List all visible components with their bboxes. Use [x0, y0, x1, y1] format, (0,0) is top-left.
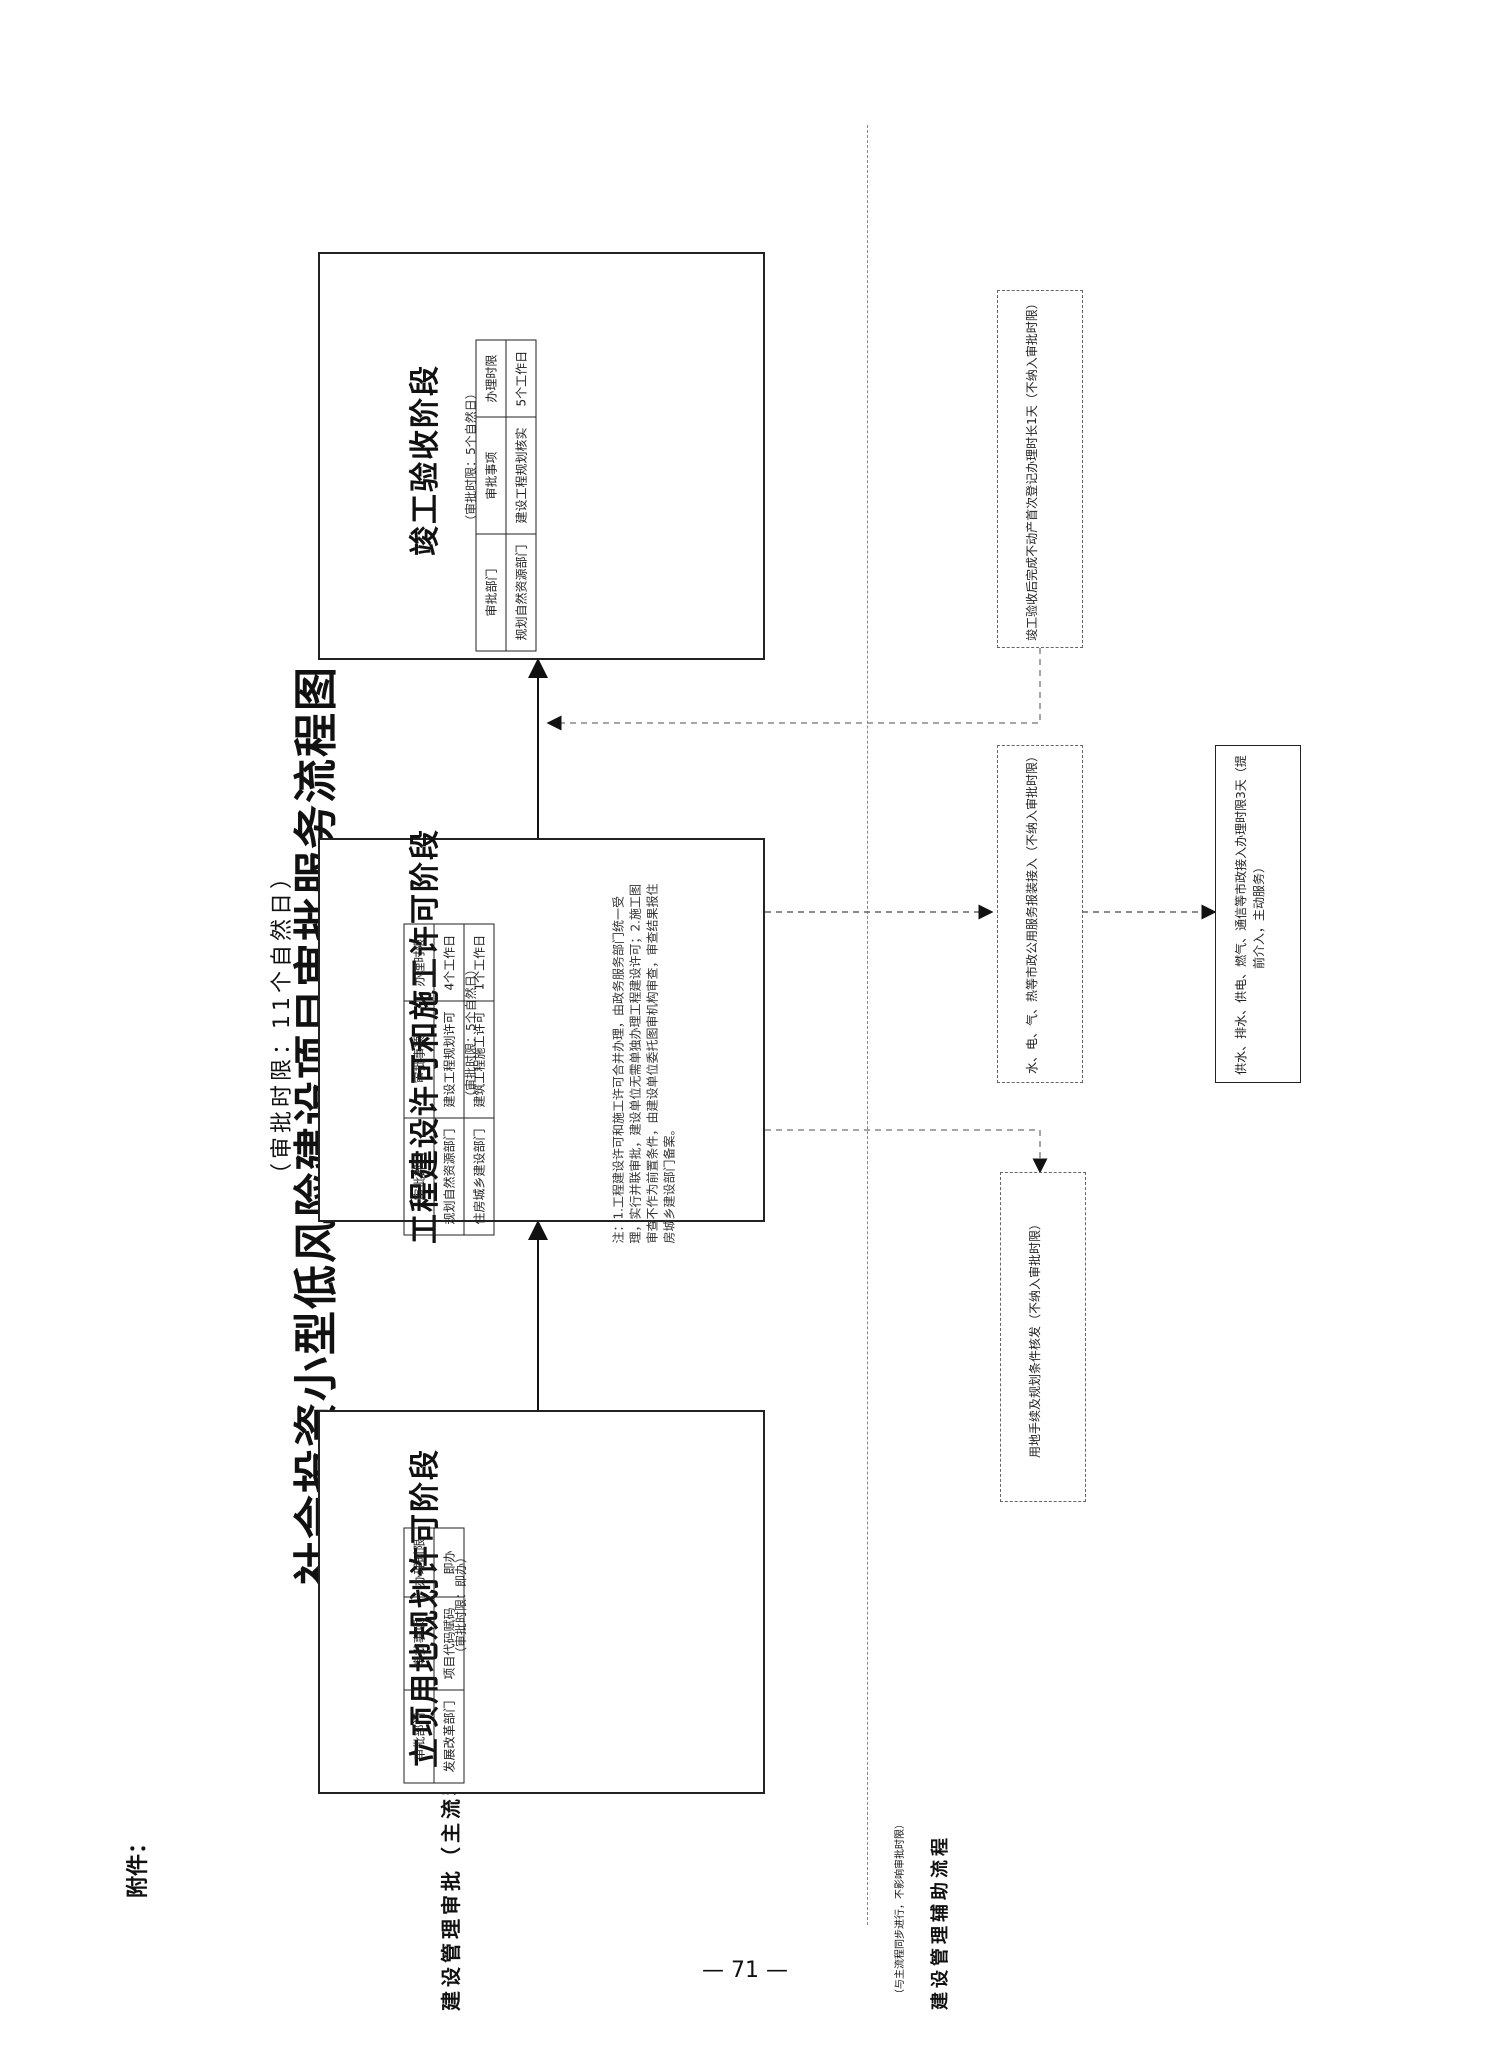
table-cell: 1个工作日 — [464, 924, 494, 1001]
table-cell: 4个工作日 — [434, 924, 464, 1001]
arrow-aux-to-main — [546, 648, 1041, 731]
flow-separator — [867, 125, 868, 1925]
table-cell: 即办 — [434, 1527, 464, 1597]
table-header: 审批事项 — [404, 1000, 434, 1118]
stage-table-wrap: 审批部门 审批事项 办理时限 规划自然资源部门 建设工程规划核实 5个工作日 — [321, 274, 768, 682]
table-header: 办理时限 — [404, 924, 434, 1001]
table-cell: 规划自然资源部门 — [506, 533, 536, 651]
aux-box-land-planning: 用地手续及规划条件核发（不纳入审批时限） — [1000, 1172, 1086, 1502]
table-cell: 规划自然资源部门 — [434, 1117, 464, 1235]
stage-table-wrap: 审批部门 审批事项 办理时限 发展改革部门 项目代码赋码 即办 — [289, 1444, 736, 1828]
stage-table: 审批部门 审批事项 办理时限 规划自然资源部门 建设工程规划核实 5个工作日 — [476, 340, 537, 652]
table-cell: 建设工程规划许可 — [434, 1000, 464, 1118]
aux-box-municipal-service: 供水、排水、供电、燃气、通信等市政接入办理时限3天（提前介入，主动服务） — [1215, 745, 1301, 1083]
stage-note: 注：1.工程建设许可和施工许可合并办理，由政务服务部门统一受理，实行并联审批，建… — [611, 883, 677, 1244]
table-cell: 5个工作日 — [506, 340, 536, 417]
aux-box-text: 竣工验收后完成不动产首次登记办理时长1天（不纳入审批时限） — [1025, 297, 1039, 641]
page-number: — 71 — — [702, 1958, 788, 1983]
table-header: 办理时限 — [476, 340, 506, 417]
aux-box-property-registration: 竣工验收后完成不动产首次登记办理时长1天（不纳入审批时限） — [997, 290, 1083, 648]
stage-table: 审批部门 审批事项 办理时限 规划自然资源部门 建设工程规划许可 4个工作日 住… — [404, 924, 495, 1236]
stage-completion-acceptance: 竣工验收阶段 （审批时限：5个自然日） 审批部门 审批事项 办理时限 规划自然资… — [318, 252, 765, 660]
table-header: 审批事项 — [476, 416, 506, 534]
table-header: 审批部门 — [404, 1117, 434, 1235]
stage-table: 审批部门 审批事项 办理时限 发展改革部门 项目代码赋码 即办 — [404, 1527, 465, 1783]
table-cell: 建筑工程施工许可 — [464, 1000, 494, 1118]
stage-table-wrap: 审批部门 审批事项 办理时限 规划自然资源部门 建设工程规划许可 4个工作日 住… — [289, 872, 736, 1256]
stage-construction-permit: 工程建设许可和施工许可阶段 （审批时限：5个自然日） 审批部门 审批事项 办理时… — [318, 828, 765, 1244]
table-header: 审批部门 — [476, 533, 506, 651]
table-cell: 住房城乡建设部门 — [464, 1117, 494, 1235]
aux-box-utility-connection: 水、电、气、热等市政公用服务报装接入（不纳入审批时限） — [997, 745, 1083, 1083]
arrow-main-to-aux-lower — [765, 1129, 1048, 1174]
table-header: 审批事项 — [404, 1596, 434, 1690]
aux-box-text: 用地手续及规划条件核发（不纳入审批时限） — [1028, 1218, 1042, 1459]
table-header: 办理时限 — [404, 1527, 434, 1597]
stage-project-land: 立项用地规划许可阶段 （审批时限：即办） 审批部门 审批事项 办理时限 发展改革… — [318, 1410, 765, 1794]
aux-box-text: 供水、排水、供电、燃气、通信等市政接入办理时限3天（提前介入，主动服务） — [1234, 755, 1266, 1075]
aux-box-text: 水、电、气、热等市政公用服务报装接入（不纳入审批时限） — [1025, 749, 1039, 1074]
table-cell: 项目代码赋码 — [434, 1596, 464, 1690]
table-cell: 发展改革部门 — [434, 1689, 464, 1783]
table-cell: 建设工程规划核实 — [506, 416, 536, 534]
table-header: 审批部门 — [404, 1689, 434, 1783]
